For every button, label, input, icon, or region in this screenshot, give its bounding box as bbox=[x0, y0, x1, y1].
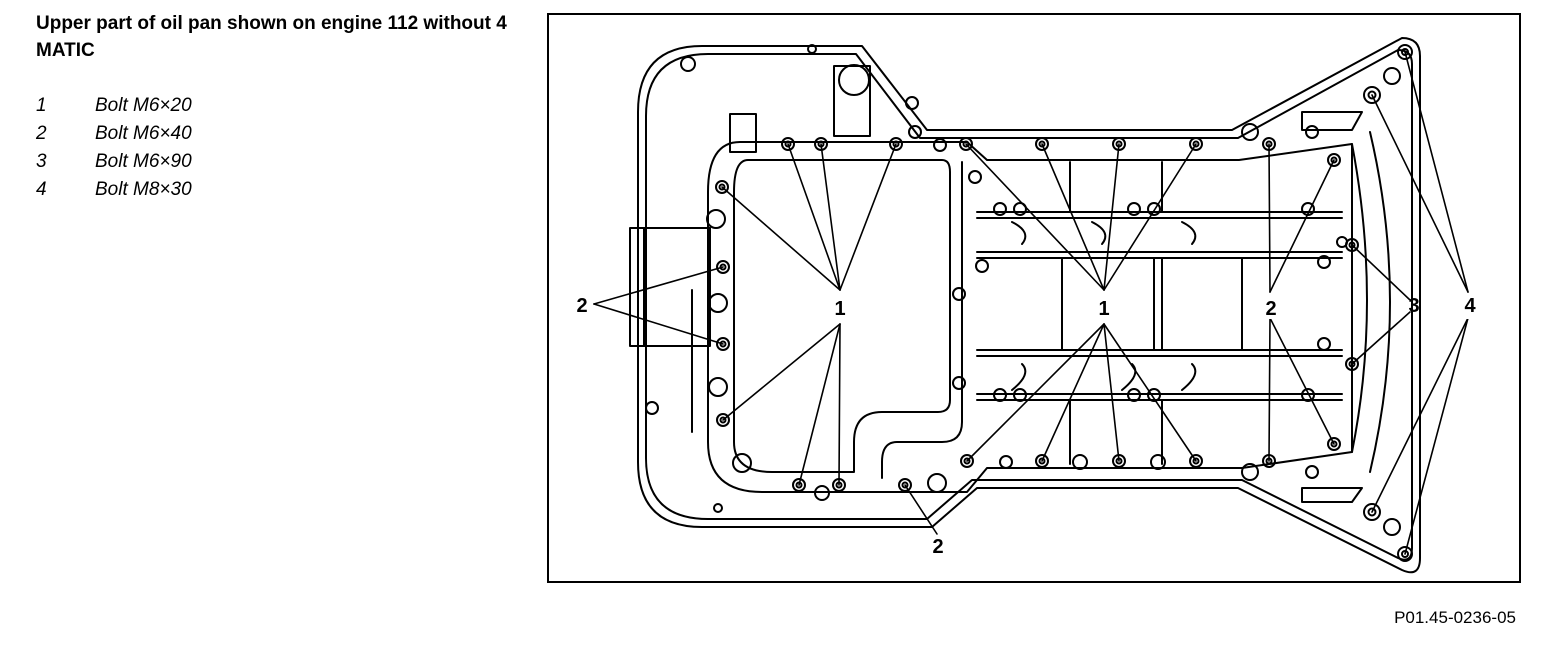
legend-text: Bolt M6×90 bbox=[95, 151, 192, 172]
legend-text: Bolt M6×40 bbox=[95, 123, 192, 144]
leader-lines bbox=[593, 51, 1469, 555]
legend-number: 1 bbox=[36, 95, 47, 116]
right-bracket-bottom bbox=[1301, 487, 1363, 503]
callout-1-center: 1 bbox=[1098, 298, 1109, 320]
legend-item: 3 Bolt M6×90 bbox=[36, 148, 336, 176]
callout-2-right: 2 bbox=[1265, 298, 1276, 320]
legend-number: 2 bbox=[36, 123, 47, 144]
legend-item: 1 Bolt M6×20 bbox=[36, 92, 336, 120]
diagram-frame: 1 1 2 2 2 3 4 bbox=[547, 13, 1521, 583]
bolt-holes bbox=[715, 44, 1413, 562]
upper-port bbox=[729, 113, 757, 153]
sump-gasket-inner bbox=[733, 159, 951, 473]
page-title: Upper part of oil pan shown on engine 11… bbox=[36, 13, 507, 61]
legend-text: Bolt M6×20 bbox=[95, 95, 192, 116]
legend-item: 4 Bolt M8×30 bbox=[36, 176, 336, 204]
callout-2-bottom: 2 bbox=[932, 536, 943, 558]
legend-number: 3 bbox=[36, 151, 47, 172]
sump-well bbox=[881, 161, 963, 479]
legend-item: 2 Bolt M6×40 bbox=[36, 120, 336, 148]
callout-4: 4 bbox=[1464, 295, 1476, 317]
plain-holes bbox=[645, 44, 1401, 536]
oil-pan-outer-inner-outline bbox=[645, 49, 1413, 561]
legend-text: Bolt M8×30 bbox=[95, 179, 192, 200]
legend-number: 4 bbox=[36, 179, 47, 200]
right-bracket-top bbox=[1301, 111, 1363, 131]
figure-reference: P01.45-0236-05 bbox=[1394, 608, 1516, 627]
callout-3: 3 bbox=[1408, 295, 1419, 317]
callout-1-left: 1 bbox=[834, 298, 845, 320]
bearing-webs bbox=[976, 131, 1391, 473]
left-flange bbox=[629, 227, 711, 347]
oil-pan-drawing: 1 1 2 2 2 3 4 bbox=[576, 37, 1480, 574]
callout-2-left: 2 bbox=[576, 295, 587, 317]
bolt-legend: 1 Bolt M6×20 2 Bolt M6×40 3 Bolt M6×90 4… bbox=[36, 92, 336, 204]
sump-gasket-outer bbox=[707, 141, 1353, 493]
